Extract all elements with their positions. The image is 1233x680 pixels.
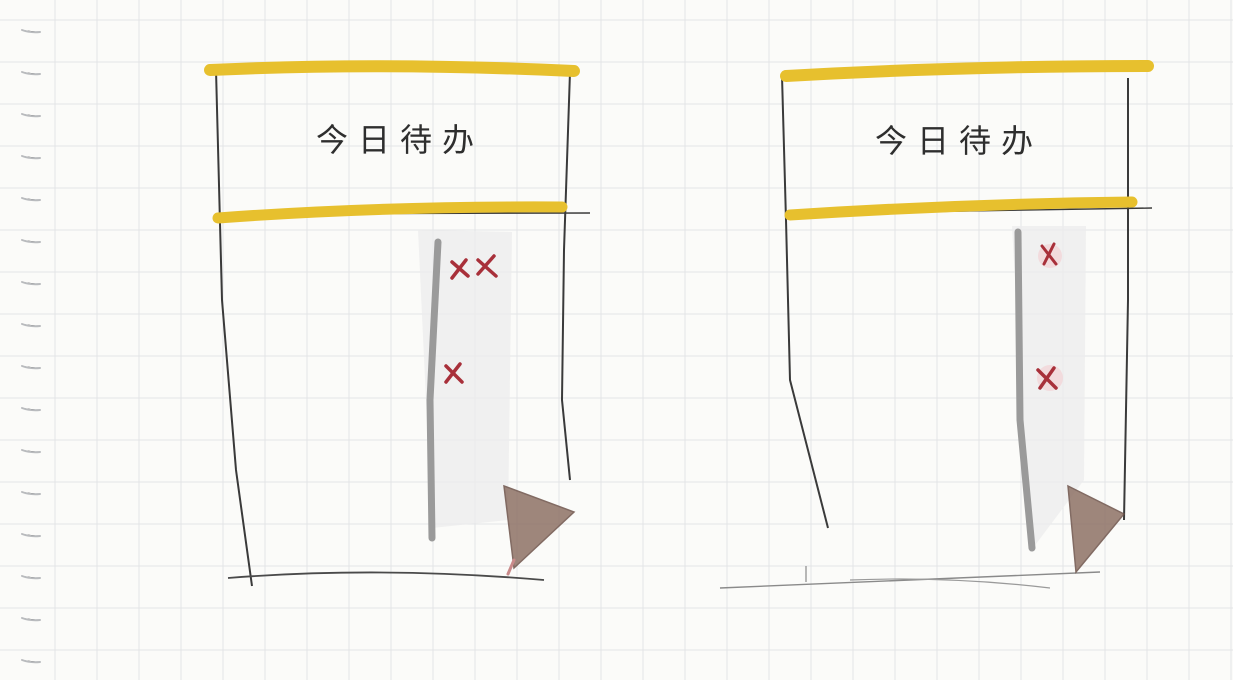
right-frame-bottom-edge: [719, 571, 1101, 589]
cross-mark-icon: [1036, 366, 1058, 390]
scroll-arrow-icon: [1067, 484, 1126, 574]
cross-mark-icon: [444, 362, 464, 384]
cross-mark-icon: [450, 254, 498, 280]
scrollbar-icon: [1014, 228, 1036, 552]
right-phone-sketch: [719, 60, 1154, 589]
scroll-arrow-icon: [503, 484, 576, 570]
scrollbar-icon: [426, 238, 442, 542]
margin-dashes: [21, 29, 41, 664]
left-top-highlight: [204, 60, 580, 77]
left-frame-left-edge: [215, 69, 253, 587]
right-frame-left-edge: [781, 75, 829, 529]
cross-mark-icon: [1040, 242, 1058, 266]
left-header-highlight: [212, 201, 568, 224]
left-frame-bottom-edge: [227, 571, 545, 581]
left-frame-right-edge: [560, 71, 571, 481]
right-frame-right-edge: [1123, 78, 1129, 521]
left-phone-sketch: [204, 60, 591, 587]
right-header-highlight: [784, 196, 1138, 221]
right-top-highlight: [780, 60, 1154, 82]
left-scroll-shade: [418, 230, 512, 528]
right-sketch-title: 今日待办: [875, 122, 1044, 160]
left-sketch-title: 今日待办: [316, 121, 485, 159]
